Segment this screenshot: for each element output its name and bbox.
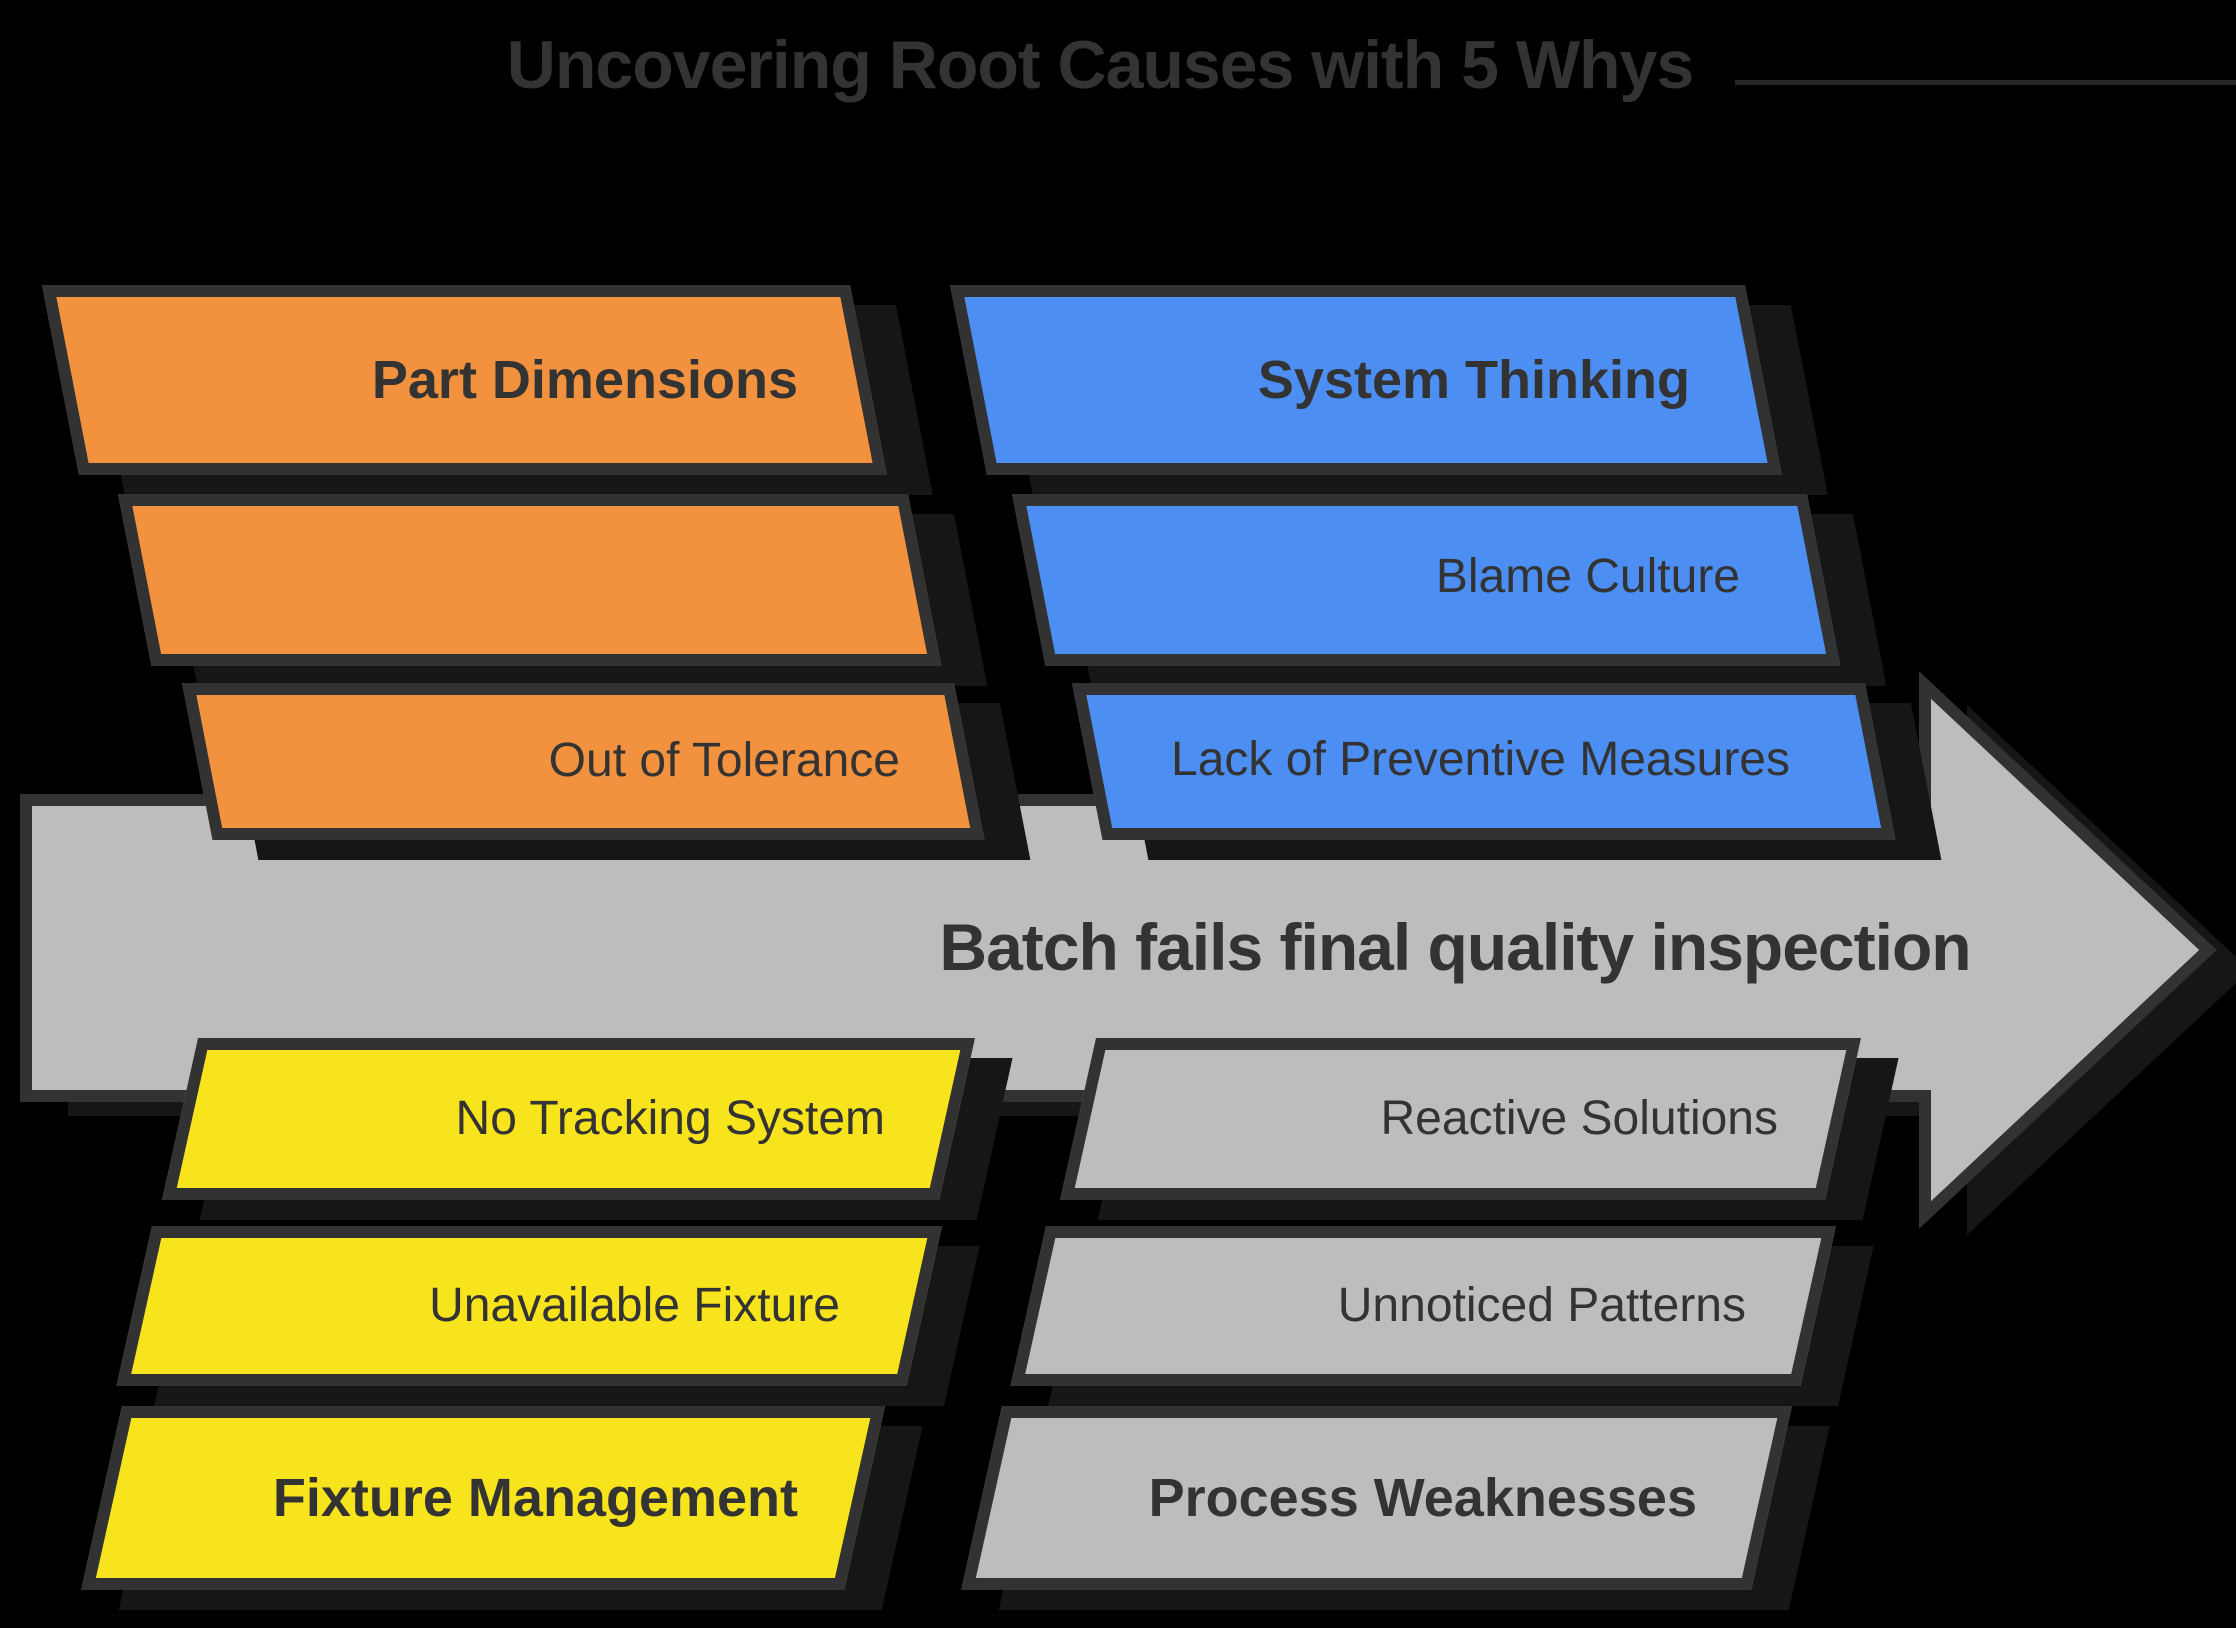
label-out-of-tolerance: Out of Tolerance xyxy=(548,734,900,787)
label-unnoticed-patterns: Unnoticed Patterns xyxy=(1337,1279,1746,1332)
label-fixture-management: Fixture Management xyxy=(272,1468,798,1528)
label-no-tracking-system: No Tracking System xyxy=(455,1092,885,1145)
label-reactive-solutions: Reactive Solutions xyxy=(1380,1092,1778,1145)
title-rule xyxy=(1735,80,2236,85)
label-system-thinking: System Thinking xyxy=(1257,350,1690,410)
page-title: Uncovering Root Causes with 5 Whys xyxy=(506,27,1694,103)
label-unavailable-fixture: Unavailable Fixture xyxy=(429,1279,840,1332)
label-lack-of-preventive-measures: Lack of Preventive Measures xyxy=(1171,733,1790,786)
label-process-weaknesses: Process Weaknesses xyxy=(1148,1468,1697,1528)
bar-part-dimensions-blank xyxy=(118,494,942,666)
label-part-dimensions: Part Dimensions xyxy=(371,350,798,410)
label-blame-culture: Blame Culture xyxy=(1435,550,1740,603)
arrow-label: Batch fails final quality inspection xyxy=(939,910,1971,984)
